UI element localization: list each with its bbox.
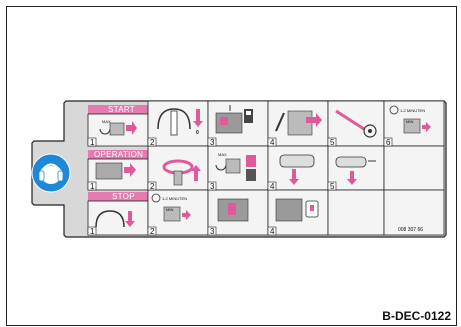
start-step-number: 2 [150,138,155,147]
part-number: 008 307 66 [398,227,423,233]
stop-switch-icon [218,199,248,221]
stop-step-number: 4 [270,227,275,236]
stop-step-number: 1 [90,227,95,236]
instruction-decal: START OPERATION STOP 1 2 3 [30,99,448,239]
operation-machine-icon [96,163,136,179]
minutes-label: 1-2 MINUTEN [400,108,425,113]
max-label: MAX [102,119,111,124]
start-step-number: 6 [386,138,391,147]
document-reference: B-DEC-0122 [382,309,451,323]
stop-step-number: 3 [210,227,215,236]
operation-step-number: 3 [210,182,215,191]
operation-step-4-cell [268,146,328,190]
stop-header: STOP [112,192,135,201]
hearing-protection-icon [32,154,70,192]
stop-empty-cell [328,190,384,235]
max-label: MAX [218,152,227,157]
operation-step-number: 1 [90,182,95,191]
operation-step-number: 2 [150,182,155,191]
start-header: START [108,105,135,114]
start-step-number: 1 [90,138,95,147]
start-step-number: 4 [270,138,275,147]
operation-step-number: 4 [270,182,275,191]
operation-step-number: 5 [330,182,335,191]
operation-header: OPERATION [94,150,143,159]
operation-empty-cell [384,146,444,190]
start-step-number: 5 [330,138,335,147]
min-label: MIN [406,119,413,124]
svg-text:0: 0 [196,130,199,136]
operation-step-5-cell [328,146,384,190]
start-step-number: 3 [210,138,215,147]
stop-step-number: 2 [150,227,155,236]
min-label: MIN [166,207,173,212]
minutes-label: 1-2 MINUTEN [162,196,187,201]
